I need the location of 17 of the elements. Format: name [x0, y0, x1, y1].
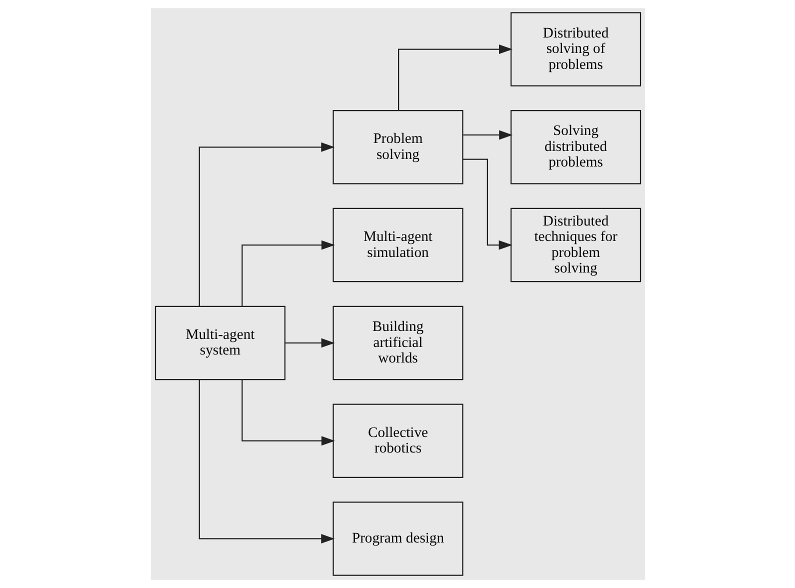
arrow	[284, 338, 334, 348]
node-box: Distributed techniques for problem solving	[510, 208, 641, 282]
arrow	[462, 130, 512, 140]
node-box: Problem solving	[332, 110, 463, 184]
node-box: Solving distributed problems	[510, 110, 641, 184]
node-box: Multi-agent simulation	[332, 208, 463, 282]
node-box: Distributed solving of problems	[510, 12, 641, 86]
arrow	[241, 240, 334, 306]
arrow	[398, 44, 512, 110]
arrow	[198, 142, 334, 306]
node-box: Collective robotics	[332, 404, 463, 478]
arrow	[241, 380, 334, 446]
node-box: Building artificial worlds	[332, 306, 463, 380]
node-box: Multi-agent system	[154, 306, 285, 380]
arrow	[462, 158, 512, 250]
node-box: Program design	[332, 502, 463, 576]
arrow	[198, 380, 334, 544]
